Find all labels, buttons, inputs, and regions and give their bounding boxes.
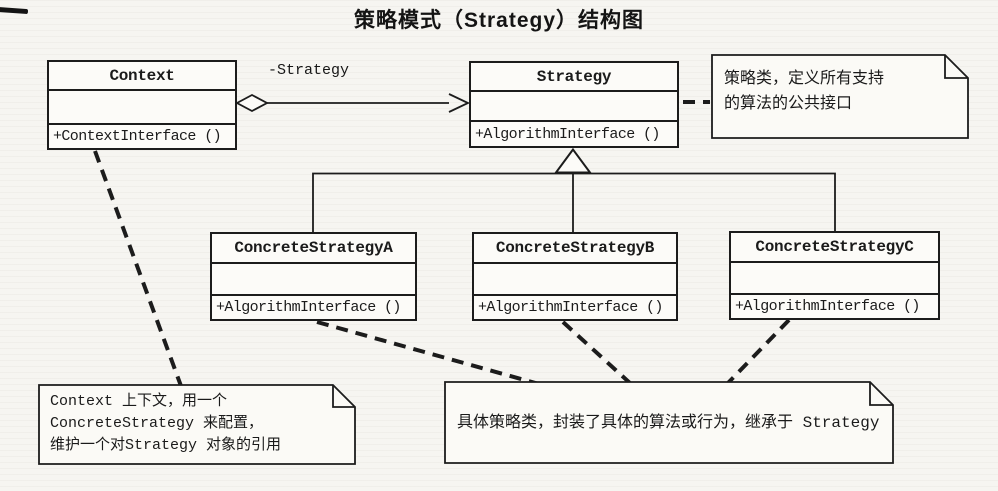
class-concrete-strategy-a-method: +AlgorithmInterface () xyxy=(216,299,401,316)
page-title: 策略模式（Strategy）结构图 xyxy=(353,9,645,32)
class-concrete-strategy-b: ConcreteStrategyB +AlgorithmInterface () xyxy=(472,232,678,321)
concrete-note-shape xyxy=(444,381,894,464)
open-arrowhead-icon xyxy=(448,93,471,113)
class-concrete-strategy-a-name: ConcreteStrategyA xyxy=(212,234,415,264)
class-context-method: +ContextInterface () xyxy=(53,128,222,145)
inheritance-triangle-icon xyxy=(554,147,592,174)
concrete-note-fold-icon xyxy=(869,382,893,406)
context-note-text: Context 上下文，用一个 ConcreteStrategy 来配置， 维护… xyxy=(50,393,282,454)
concrete-a-note-link xyxy=(316,320,540,386)
class-strategy-method: +AlgorithmInterface () xyxy=(475,125,660,143)
context-note-shape xyxy=(38,384,356,465)
class-concrete-strategy-c-name: ConcreteStrategyC xyxy=(731,233,938,263)
strategy-note-fold-icon xyxy=(944,55,968,79)
class-concrete-strategy-c-attributes xyxy=(731,263,938,295)
concrete-c-note-link xyxy=(725,318,791,386)
class-strategy: Strategy +AlgorithmInterface () xyxy=(469,61,679,148)
class-concrete-strategy-b-attributes xyxy=(474,264,676,296)
association-label: -Strategy xyxy=(268,62,350,79)
strategy-note-shape xyxy=(711,54,969,139)
class-strategy-attributes xyxy=(471,92,677,122)
concrete-note-text: 具体策略类，封装了具体的算法或行为，继承于 Strategy xyxy=(457,414,880,432)
class-concrete-strategy-a-attributes xyxy=(212,264,415,296)
inheritance-connector-rail xyxy=(312,172,836,232)
aggregation-diamond-icon xyxy=(235,93,269,113)
class-concrete-strategy-a: ConcreteStrategyA +AlgorithmInterface () xyxy=(210,232,417,321)
class-context-name: Context xyxy=(49,62,235,91)
strategy-note-text: 策略类，定义所有支持 的算法的公共接口 xyxy=(724,70,885,113)
class-concrete-strategy-b-name: ConcreteStrategyB xyxy=(474,234,676,264)
class-concrete-strategy-c-method: +AlgorithmInterface () xyxy=(735,298,920,315)
class-strategy-name: Strategy xyxy=(471,63,677,92)
class-context-attributes xyxy=(49,91,235,125)
context-note-link xyxy=(93,150,183,387)
class-context: Context +ContextInterface () xyxy=(47,60,237,150)
class-concrete-strategy-b-method: +AlgorithmInterface () xyxy=(478,299,663,316)
concrete-b-note-link xyxy=(561,320,633,386)
context-note-fold-icon xyxy=(332,385,355,408)
class-concrete-strategy-c: ConcreteStrategyC +AlgorithmInterface () xyxy=(729,231,940,320)
